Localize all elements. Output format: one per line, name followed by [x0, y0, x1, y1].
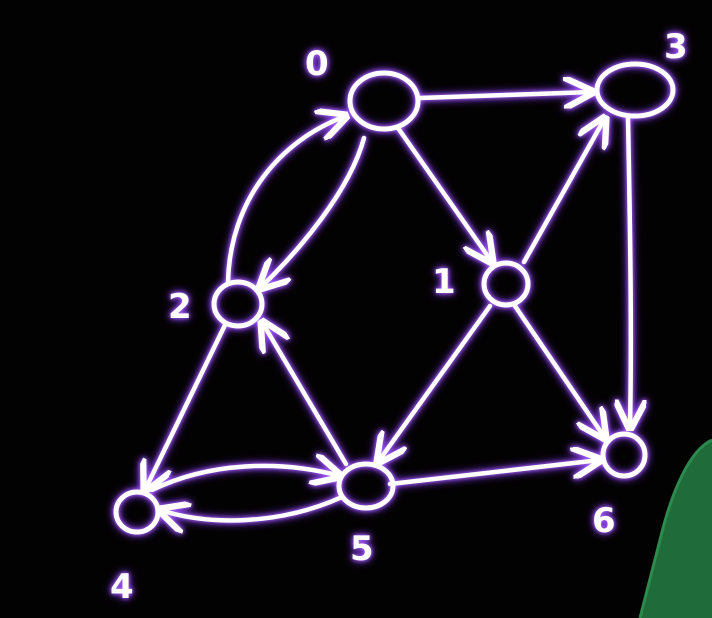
node-6	[600, 431, 648, 479]
edge-0-3	[417, 92, 592, 98]
edge-1-5	[378, 303, 493, 462]
edge-2-4	[145, 322, 228, 490]
graph-drawing: 0 3 1 2 5 4 6	[110, 27, 688, 607]
graph-edges	[145, 92, 631, 520]
edge-3-6	[628, 115, 631, 428]
node-1	[481, 260, 531, 308]
edge-5-6	[387, 460, 600, 487]
edge-2-0	[225, 116, 346, 285]
node-0	[347, 70, 421, 132]
graph-labels: 0 3 1 2 5 4 6	[110, 27, 688, 607]
edge-0-1	[395, 125, 492, 262]
node-label-6: 6	[592, 501, 616, 541]
node-label-5: 5	[350, 529, 374, 569]
edge-4-5	[149, 466, 340, 493]
node-5	[336, 461, 396, 511]
graph-nodes	[113, 61, 676, 535]
node-label-0: 0	[305, 44, 329, 84]
presenter-shoulder-edge	[638, 438, 712, 618]
node-3	[594, 61, 676, 119]
node-label-3: 3	[664, 27, 688, 67]
node-label-4: 4	[110, 567, 134, 607]
node-label-1: 1	[432, 262, 456, 302]
node-2	[211, 279, 265, 329]
node-4	[113, 489, 161, 535]
edge-5-4	[160, 494, 345, 520]
edge-0-2	[260, 135, 367, 288]
edge-5-2	[262, 322, 349, 467]
presenter-shoulder	[640, 440, 712, 618]
node-label-2: 2	[168, 287, 192, 327]
edge-1-6	[512, 303, 605, 438]
edge-1-3	[521, 118, 605, 265]
